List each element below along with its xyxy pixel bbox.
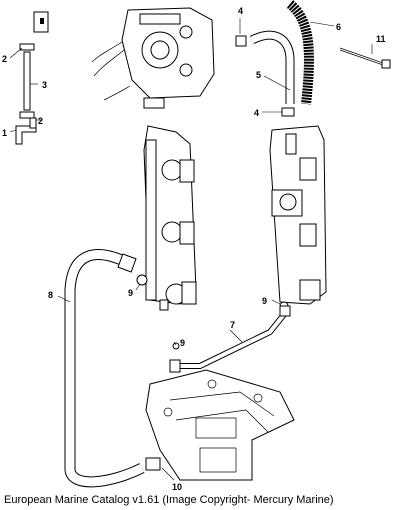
callout-7: 7 [230, 320, 235, 330]
parts-diagram: 1 2 2 3 4 4 5 6 7 8 9 9 9 10 11 [2, 0, 391, 492]
callout-9-middle: 9 [180, 338, 185, 348]
tie-strap-11-part [339, 47, 391, 69]
callout-4-lower: 4 [254, 108, 259, 118]
fitting-10-part [145, 457, 161, 471]
callout-4-upper: 4 [238, 6, 243, 16]
fuel-line-7-part [169, 305, 291, 373]
fuel-module-part [91, 7, 215, 109]
fuel-rail-left-part [143, 125, 197, 311]
callout-9-right: 9 [262, 296, 267, 306]
fitting-part [33, 11, 49, 33]
clip-4-lower [281, 107, 295, 117]
intake-base-part [145, 369, 295, 481]
callout-6: 6 [336, 22, 341, 32]
copyright-caption: European Marine Catalog v1.61 (Image Cop… [4, 494, 334, 506]
callout-9-left: 9 [128, 288, 133, 298]
callout-3: 3 [42, 80, 47, 90]
callout-5: 5 [256, 70, 261, 80]
hose-3-part [15, 43, 37, 145]
leader-lines [9, 18, 373, 481]
clip-4-upper [235, 35, 247, 47]
callout-10: 10 [172, 482, 182, 492]
callout-2-lower: 2 [38, 116, 43, 126]
o-ring-9-c [172, 342, 180, 350]
o-ring-9-a [136, 274, 148, 286]
callout-11: 11 [376, 34, 386, 44]
fuel-rail-right-part [269, 125, 327, 305]
callout-8: 8 [48, 290, 53, 300]
callout-1: 1 [2, 128, 7, 138]
callout-2-upper: 2 [2, 54, 7, 64]
